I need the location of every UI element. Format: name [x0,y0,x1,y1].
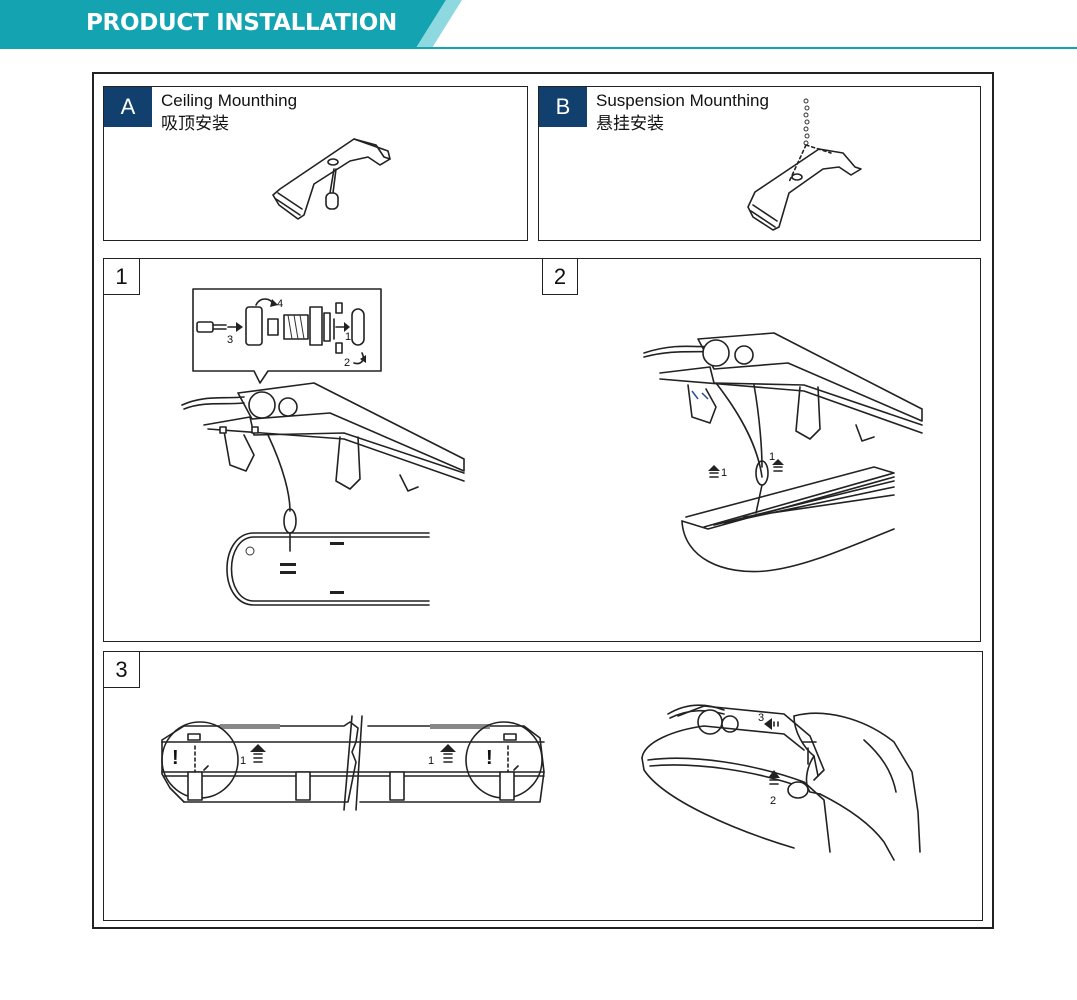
panel-a-title-en: Ceiling Mounthing [161,91,298,110]
header-banner: PRODUCT INSTALLATION [0,0,1077,50]
callout-label-4: 4 [277,298,283,310]
step-3-label-1b: 1 [428,755,434,767]
step-2-badge: 2 [542,259,578,295]
diffuser-1 [226,532,430,606]
panel-steps-1-2: 1 2 4 3 1 2 [103,258,981,642]
page-title: PRODUCT INSTALLATION [86,10,397,36]
ceiling-bracket-illustration [272,138,391,220]
diffuser-2 [681,466,895,573]
step-3-label-1a: 1 [240,755,246,767]
panel-b-badge: B [539,87,587,127]
step-2-illustration: 1 1 [643,332,923,573]
callout-label-3: 3 [227,334,233,346]
step-2-label-1b: 1 [769,451,775,463]
panel-a-badge: A [104,87,152,127]
panel-suspension-mounting: B Suspension Mounthing 悬挂安装 [538,86,981,241]
step-3-illustration: ! ! 1 1 [161,704,921,861]
fixture-side-view: ! ! 1 1 [161,715,545,811]
step-1-badge: 1 [104,259,140,295]
banner-shape [0,0,1077,49]
step-3-label-2: 2 [770,795,776,807]
step-1-illustration: 4 3 1 2 [181,288,465,606]
panel-a-title-cn: 吸顶安装 [161,114,229,133]
panel-step-3: 3 ! ! 1 [103,651,983,921]
step-3-badge: 3 [104,652,140,688]
mounting-bracket-b [747,148,862,231]
svg-text:!: ! [172,747,179,769]
hand-clip-illustration: 3 2 [641,704,921,861]
panel-ceiling-mounting: A Ceiling Mounthing 吸顶安装 [103,86,528,241]
panel-b-title: Suspension Mounthing 悬挂安装 [596,89,769,135]
fixture-housing-2 [643,332,923,442]
fixture-housing-1 [181,382,465,492]
panel-b-title-cn: 悬挂安装 [596,114,664,133]
panel-a-title: Ceiling Mounthing 吸顶安装 [161,89,297,135]
safety-wire-2: 1 1 [708,382,784,514]
gland-exploded-callout: 4 3 1 2 [192,288,382,384]
mounting-bracket [272,138,391,220]
step-3-label-3: 3 [758,712,764,724]
step-2-label-1a: 1 [721,467,727,479]
svg-text:!: ! [486,747,493,769]
screw [325,168,339,210]
suspension-bracket-illustration [747,98,862,231]
installation-frame [92,72,994,929]
callout-label-2: 2 [344,357,350,369]
panel-b-title-en: Suspension Mounthing [596,91,769,110]
callout-label-1: 1 [345,331,351,343]
